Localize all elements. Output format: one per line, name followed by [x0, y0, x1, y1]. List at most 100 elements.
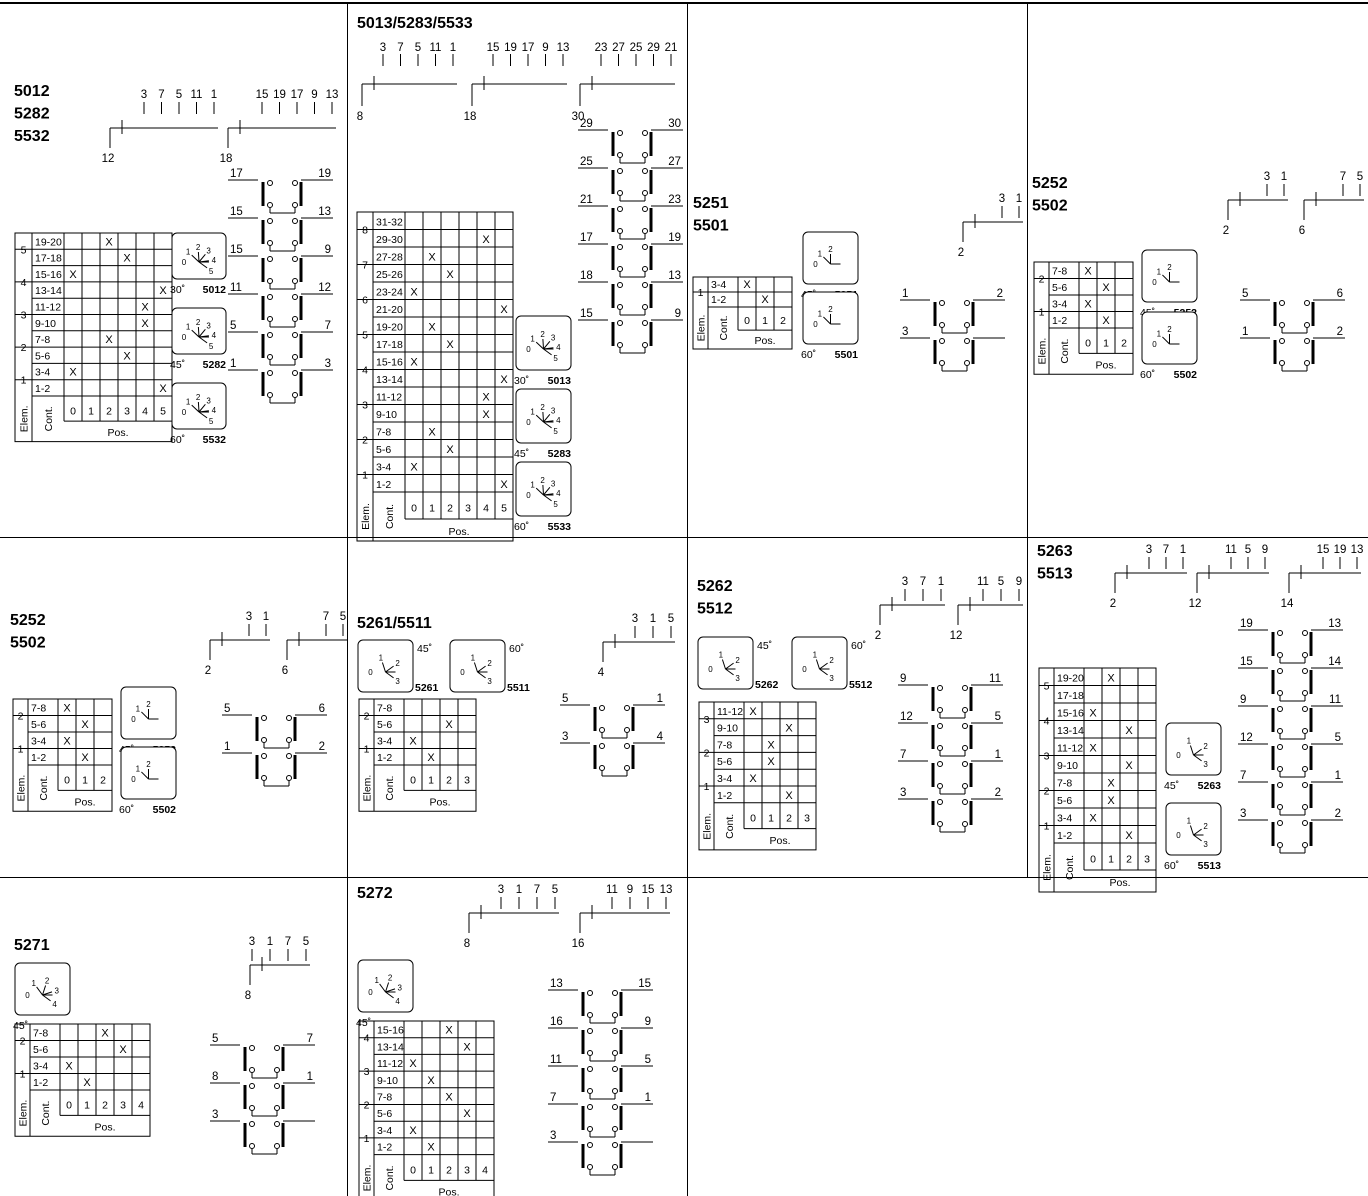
terminal: [292, 294, 298, 300]
contact-pair: 5-6: [1057, 795, 1072, 807]
terminal-number: 2: [319, 741, 325, 753]
position-number: 3: [1144, 854, 1150, 866]
terminal: [642, 168, 648, 174]
grid-divider-2: [687, 4, 688, 1196]
dial-position: 2: [196, 243, 201, 252]
terminal-number: 1: [650, 613, 656, 625]
common-terminal-number: 30: [572, 111, 585, 123]
elem-header: Elem.: [362, 775, 374, 802]
element-number: 3: [362, 400, 368, 412]
terminal-number: 9: [627, 884, 633, 896]
terminal: [937, 685, 943, 691]
terminal-number: 2: [995, 787, 1001, 799]
common-terminal-number: 18: [220, 153, 233, 165]
dial-ray: [1162, 337, 1169, 344]
dial-ray: [544, 487, 550, 495]
model-code: 5513: [1037, 566, 1073, 583]
terminal: [286, 753, 292, 759]
contact-pair: 13-14: [377, 1041, 404, 1053]
cont-header: Cont.: [38, 776, 50, 801]
model-code: 5262: [697, 578, 733, 595]
terminal-number: 25: [580, 156, 593, 168]
position-number: 0: [411, 503, 417, 515]
dial-position: 1: [379, 654, 384, 663]
terminal-number: 7: [285, 936, 291, 948]
dial-position: 4: [212, 406, 217, 415]
table-border: [13, 699, 112, 811]
terminal: [1279, 300, 1285, 306]
position-number: 1: [1103, 337, 1109, 349]
terminal: [964, 360, 970, 366]
dial-ray: [192, 330, 199, 337]
position-number: 2: [447, 503, 453, 515]
terminal: [617, 244, 623, 250]
terminal: [1302, 690, 1308, 696]
terminal: [937, 723, 943, 729]
terminal: [962, 799, 968, 805]
terminal-number: 3: [999, 193, 1005, 205]
dial-position: 3: [55, 986, 60, 995]
position-number: 2: [1121, 337, 1127, 349]
dial-ray: [478, 672, 486, 678]
terminal: [261, 753, 267, 759]
dial-position: 2: [196, 318, 201, 327]
dial-position: 2: [1203, 822, 1208, 831]
dial-position: 0: [526, 345, 531, 354]
element-number: 1: [704, 781, 710, 793]
closed-mark: X: [1084, 299, 1092, 311]
dial-ray: [544, 414, 550, 422]
contact-pair: 19-20: [1057, 673, 1084, 685]
terminal: [267, 180, 273, 186]
terminal: [1304, 338, 1310, 344]
terminal: [937, 707, 943, 713]
elem-header: Elem.: [702, 813, 714, 840]
terminal: [249, 1067, 255, 1073]
terminal-number: 15: [580, 308, 593, 320]
terminal: [962, 707, 968, 713]
contact-pair: 31-32: [376, 217, 403, 229]
dial-ray: [43, 985, 46, 995]
closed-mark: X: [159, 383, 167, 395]
element-number: 5: [1044, 681, 1050, 693]
dial-angle: 45˚: [417, 643, 432, 655]
contact-pair: 29-30: [376, 234, 403, 246]
closed-mark: X: [749, 706, 757, 718]
contact-pair: 5-6: [35, 350, 50, 362]
terminal: [1277, 842, 1283, 848]
dial-position: 2: [1203, 742, 1208, 751]
dial-ray: [543, 339, 544, 349]
common-terminal-number: 4: [598, 667, 605, 679]
elem-header: Elem.: [696, 315, 708, 342]
position-number: 1: [768, 813, 774, 825]
terminal-number: 15: [1317, 544, 1330, 556]
closed-mark: X: [1102, 315, 1110, 327]
terminal: [624, 743, 630, 749]
contact-pair: 1-2: [377, 1142, 392, 1154]
terminal: [587, 1012, 593, 1018]
contact-pair: 7-8: [33, 1028, 48, 1040]
element-number: 1: [362, 470, 368, 482]
terminal-number: 5: [562, 693, 568, 705]
terminal-number: 17: [580, 232, 593, 244]
contact-pair: 7-8: [377, 703, 392, 715]
dial-position: 4: [212, 256, 217, 265]
terminal-number: 7: [397, 42, 403, 54]
element-number: 6: [362, 295, 368, 307]
closed-mark: X: [749, 773, 757, 785]
position-number: 0: [750, 813, 756, 825]
dial-position: 1: [374, 976, 379, 985]
terminal-number: 3: [1264, 171, 1270, 183]
dial-ray: [199, 337, 207, 343]
terminal: [267, 218, 273, 224]
closed-mark: X: [65, 1061, 73, 1073]
dial-ray: [1190, 745, 1193, 755]
terminal-number: 19: [668, 232, 681, 244]
terminal: [964, 300, 970, 306]
terminal: [1277, 690, 1283, 696]
dial-ray: [1162, 275, 1169, 282]
terminal-number: 19: [1334, 544, 1347, 556]
